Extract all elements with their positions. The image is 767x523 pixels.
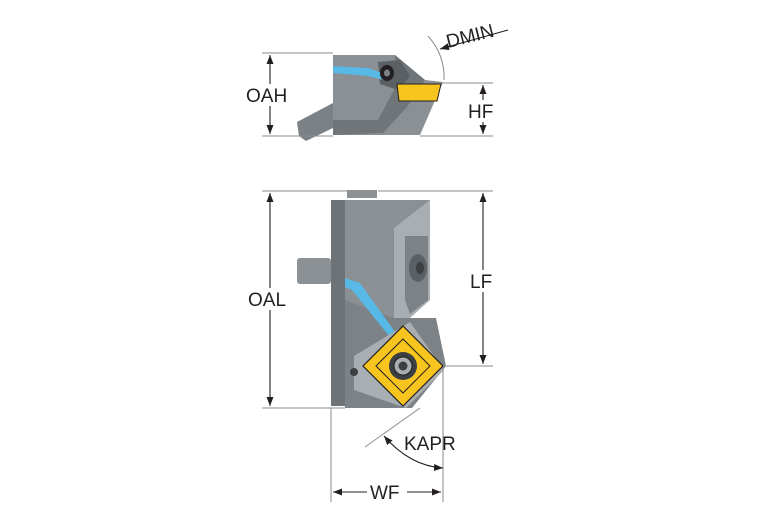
dim-label-oah: OAH [246,86,287,107]
top-dimensions: OAH HF DMIN [244,21,509,137]
dim-label-oal: OAL [248,290,286,311]
front-shank-stub [297,258,331,284]
front-dimensions: OAL LF WF KAPR [246,190,500,504]
top-view [297,55,443,141]
top-coolant-channel [333,66,385,80]
front-body-dark-face [331,200,345,406]
dim-label-lf: LF [470,272,492,293]
dim-label-hf: HF [468,102,493,123]
front-coolant-channel [345,278,395,336]
dim-label-kapr: KAPR [404,434,456,455]
top-insert [396,83,442,102]
top-shank-stub [297,103,333,141]
dim-label-dmin: DMIN [444,21,496,53]
front-top-tab [347,190,377,198]
dim-label-wf: WF [370,483,400,504]
front-view [297,190,446,408]
